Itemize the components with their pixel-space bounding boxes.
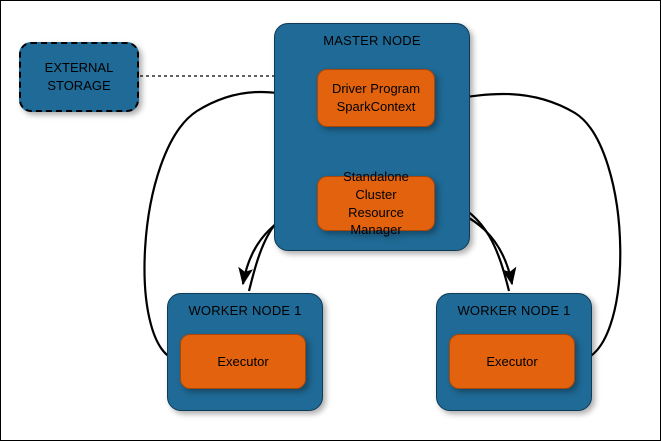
external-storage-node[interactable]: EXTERNAL STORAGE — [19, 42, 139, 112]
resource-manager-label-line2: Resource Manager — [348, 204, 404, 238]
executor-box-1[interactable]: Executor — [180, 334, 306, 389]
executor-label-2: Executor — [486, 353, 538, 369]
executor-label-1: Executor — [217, 353, 269, 369]
master-node-title: MASTER NODE — [323, 33, 421, 48]
driver-program-label: Driver Program SparkContext — [326, 80, 426, 115]
executor-box-2[interactable]: Executor — [449, 334, 575, 389]
external-storage-label-line1: EXTERNAL — [44, 60, 114, 76]
external-storage-label-line2: STORAGE — [47, 78, 111, 93]
worker-node-1-title: WORKER NODE 1 — [188, 303, 302, 318]
external-storage-label: EXTERNAL STORAGE — [45, 59, 114, 94]
resource-manager-label-line1: Standalone Cluster — [343, 169, 409, 202]
driver-program-label-line1: Driver Program — [331, 81, 421, 97]
driver-program-box[interactable]: Driver Program SparkContext — [317, 69, 435, 127]
resource-manager-label: Standalone Cluster Resource Manager — [318, 168, 434, 238]
worker-node-2-title: WORKER NODE 1 — [457, 303, 571, 318]
resource-manager-box[interactable]: Standalone Cluster Resource Manager — [317, 169, 435, 237]
driver-program-label-line2: SparkContext — [336, 99, 416, 114]
